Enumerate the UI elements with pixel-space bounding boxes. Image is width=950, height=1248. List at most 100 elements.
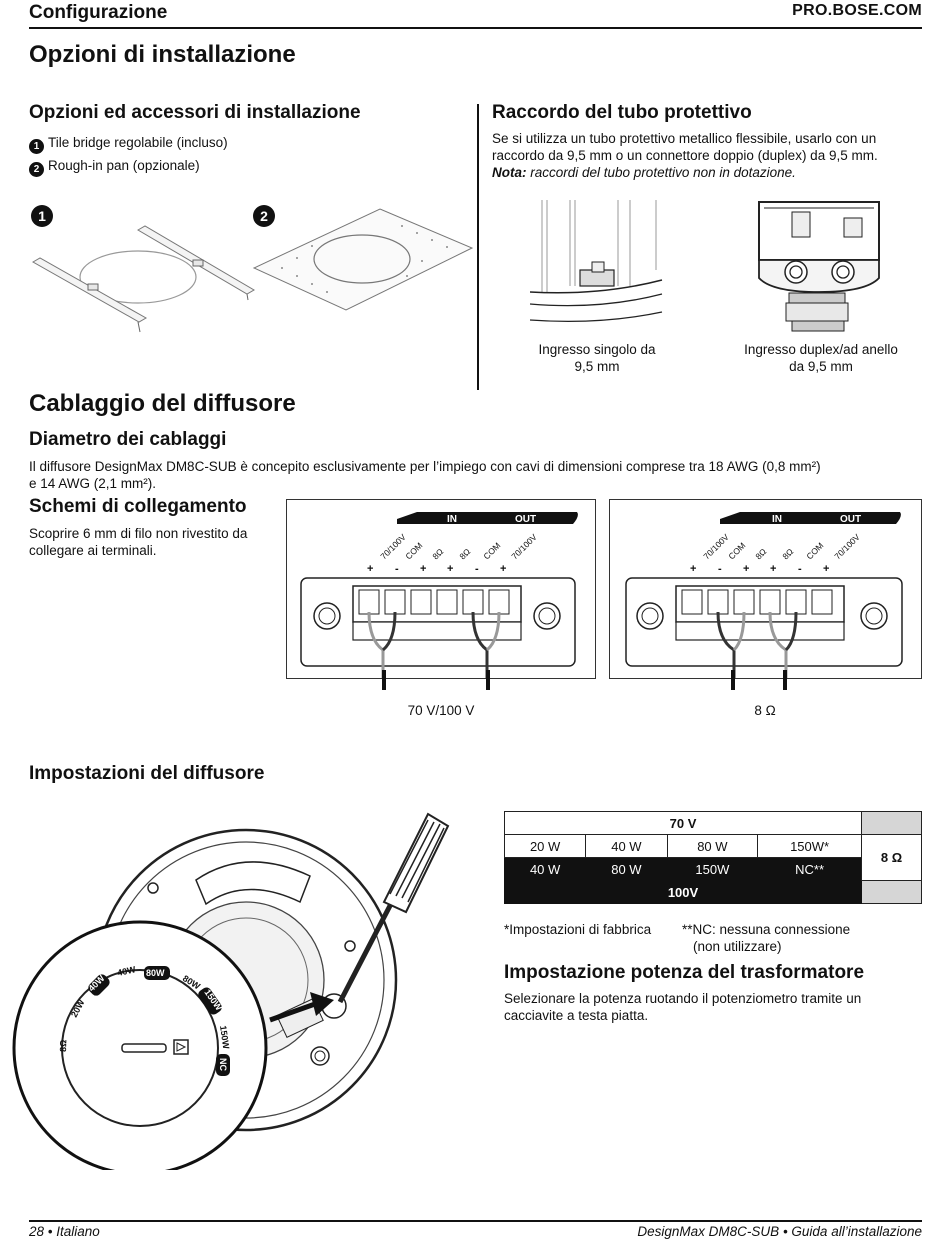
transformer-text-line: cacciavite a testa piatta. [504,1008,649,1023]
duplex-entry-illustration [758,201,880,332]
table-header-70v: 70 V [504,811,862,835]
polarity-mark: - [798,563,802,575]
gauge-text: Il diffusore DesignMax DM8C-SUB è concep… [29,458,929,492]
section-title: Configurazione [29,2,168,23]
table-spacer [861,811,922,835]
number-badge: 2 [29,162,44,177]
footer-page: 28 • Italiano [29,1224,100,1239]
number-badge: 1 [29,139,44,154]
polarity-mark: - [395,563,399,575]
footer-doc-title: DesignMax DM8C-SUB • Guida all’installaz… [637,1224,922,1239]
tile-bridge-illustration [31,225,255,333]
table-cell: 80 W [666,834,759,858]
diagram-caption-8ohm: 8 Ω [754,703,776,718]
gauge-text-line: e 14 AWG (2,1 mm²). [29,476,157,491]
table-spacer [861,880,922,904]
figure-badge-2: 2 [253,205,275,227]
header-divider [29,27,922,29]
terminal-label: COM [726,540,747,561]
terminal-label: 70/100V [701,532,731,562]
in-label: IN [772,514,782,525]
power-settings-table: 70 V 20 W 40 W 80 W 150W* 8 Ω 40 W 80 W … [503,811,922,904]
out-label: OUT [840,514,861,525]
dial-label: 80W [146,968,165,978]
footnote-line: (non utilizzare) [693,939,782,954]
footnote-default: *Impostazioni di fabbrica [504,922,652,937]
option-item-1: 1 Tile bridge regolabile (incluso) [29,134,228,154]
table-cell: NC** [757,857,862,881]
caption-line: da 9,5 mm [789,359,853,374]
wiring-heading: Cablaggio del diffusore [29,390,296,417]
dial-label: 8Ω [58,1039,68,1052]
polarity-mark: + [500,563,506,575]
polarity-mark: + [743,563,749,575]
transformer-heading: Impostazione potenza del trasformatore [504,962,865,983]
conduit-description: Se si utilizza un tubo protettivo metall… [492,131,878,163]
wiring-diagram-8ohm: IN OUT 70/100V COM 8Ω 8Ω COM 70/100V + -… [609,499,922,688]
single-entry-caption: Ingresso singolo da 9,5 mm [520,341,674,375]
wire-end [731,670,735,690]
rough-in-pan-illustration [252,208,474,311]
transformer-text-line: Selezionare la potenza ruotando il poten… [504,991,862,1006]
page-title: Opzioni di installazione [29,41,296,68]
terminal-label: COM [804,540,825,561]
site-link[interactable]: PRO.BOSE.COM [792,2,922,19]
polarity-mark: + [770,563,776,575]
gauge-heading: Diametro dei cablaggi [29,429,227,450]
figure-badge-1: 1 [31,205,53,227]
caption-line: Ingresso singolo da [538,342,656,357]
table-cell: 150W* [757,834,862,858]
dial-label: 40W [116,964,137,978]
terminal-label: 8Ω [457,546,472,561]
footnote-line: **NC: nessuna connessione [682,922,851,937]
terminal-label: 70/100V [378,532,408,562]
wire-end [382,670,386,690]
polarity-mark: + [690,563,696,575]
wire-end [486,670,490,690]
table-side-label: 8 Ω [861,834,922,881]
note-label: Nota: [492,165,527,180]
transformer-text: Selezionare la potenza ruotando il poten… [504,990,924,1024]
column-divider [477,104,479,390]
gauge-text-line: Il diffusore DesignMax DM8C-SUB è concep… [29,459,821,474]
terminal-label: 70/100V [832,532,862,562]
polarity-mark: + [367,563,373,575]
settings-heading: Impostazioni del diffusore [29,763,265,784]
terminal-block-70v: IN OUT 70/100V COM 8Ω 8Ω COM 70/100V + -… [300,512,578,688]
duplex-entry-caption: Ingresso duplex/ad anello da 9,5 mm [726,341,916,375]
terminal-block-8ohm: IN OUT 70/100V COM 8Ω 8Ω COM 70/100V + -… [625,512,903,688]
option-label: Tile bridge regolabile (incluso) [48,135,228,150]
terminal-label: COM [481,540,502,561]
footnote-nc: **NC: nessuna connessione (non utilizzar… [682,921,850,955]
single-entry-illustration [530,200,663,323]
schema-text-line: collegare ai terminali. [29,543,157,558]
speaker-settings-illustration: 8Ω 20W 40W 40W 80W 80W 150W 150W NC [12,812,450,1170]
footer-divider [29,1220,922,1222]
polarity-mark: - [718,563,722,575]
options-heading: Opzioni ed accessori di installazione [29,102,361,123]
conduit-heading: Raccordo del tubo protettivo [492,102,752,123]
table-header-100v: 100V [504,880,862,904]
diagram-caption-70v: 70 V/100 V [407,703,475,718]
polarity-mark: + [823,563,829,575]
terminal-label: 8Ω [780,546,795,561]
wiring-diagram-70v: IN OUT 70/100V COM 8Ω 8Ω COM 70/100V + -… [286,499,596,688]
polarity-mark: - [475,563,479,575]
dial-label: 150W [218,1025,231,1050]
note-text: raccordi del tubo protettivo non in dota… [526,165,796,180]
terminal-label: 70/100V [509,532,539,562]
terminal-label: 8Ω [753,546,768,561]
polarity-mark: + [447,563,453,575]
terminal-label: 8Ω [430,546,445,561]
in-label: IN [447,514,457,525]
table-cell: 20 W [503,834,587,858]
caption-line: Ingresso duplex/ad anello [744,342,898,357]
table-cell: 150W [666,857,759,881]
polarity-mark: + [420,563,426,575]
out-label: OUT [515,514,536,525]
schema-text-line: Scoprire 6 mm di filo non rivestito da [29,526,248,541]
schema-heading: Schemi di collegamento [29,496,247,517]
table-cell: 80 W [585,857,668,881]
conduit-text: Se si utilizza un tubo protettivo metall… [492,130,924,181]
